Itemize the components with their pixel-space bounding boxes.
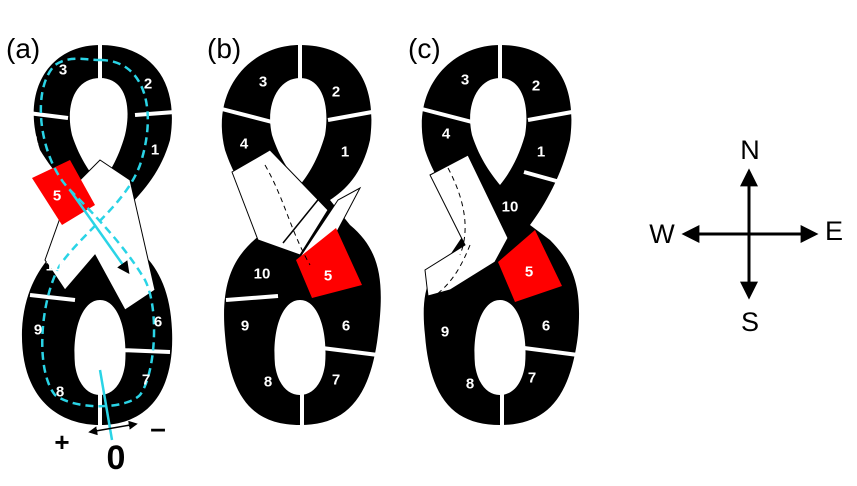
minus-sign: – bbox=[150, 413, 166, 444]
segment-label-4: 4 bbox=[30, 134, 39, 151]
panel-b: (b) 2 3 4 1 5 10 9 6 7 8 bbox=[207, 33, 381, 430]
segment-label-9: 9 bbox=[441, 324, 449, 341]
direction-arrow bbox=[88, 420, 138, 436]
segment-label-6: 6 bbox=[154, 314, 162, 331]
segment-label-4: 4 bbox=[240, 136, 249, 153]
segment-label-2: 2 bbox=[532, 78, 540, 95]
segment-label-5: 5 bbox=[525, 264, 533, 281]
segment-label-8: 8 bbox=[466, 376, 474, 393]
segment-label-10: 10 bbox=[502, 199, 519, 216]
segment-label-7: 7 bbox=[528, 370, 536, 387]
segment-dividers bbox=[417, 40, 579, 430]
compass-south: S bbox=[741, 307, 759, 337]
segment-label-10: 10 bbox=[46, 258, 63, 275]
segment-label-6: 6 bbox=[542, 318, 550, 335]
compass-east: E bbox=[825, 216, 843, 246]
segment-highlight bbox=[296, 228, 362, 298]
segment-label-6: 6 bbox=[342, 318, 350, 335]
plus-sign: + bbox=[54, 427, 69, 457]
panel-label: (c) bbox=[408, 33, 441, 64]
segment-label-4: 4 bbox=[442, 126, 451, 143]
segment-label-5: 5 bbox=[53, 188, 61, 205]
cyan-arrow-line bbox=[68, 189, 130, 275]
crossing-region bbox=[424, 154, 509, 297]
segment-label-1: 1 bbox=[151, 142, 159, 159]
segment-label-3: 3 bbox=[59, 62, 67, 79]
panel-label: (a) bbox=[6, 33, 40, 64]
crossing-region bbox=[231, 149, 329, 256]
segment-label-9: 9 bbox=[241, 318, 249, 335]
compass-north: N bbox=[740, 135, 760, 165]
panel-label: (b) bbox=[207, 33, 241, 64]
segment-label-8: 8 bbox=[264, 374, 272, 391]
panel-a: (a) 2 3 4 1 5 10 9 6 7 8 bbox=[6, 33, 176, 477]
segment-label-1: 1 bbox=[341, 144, 349, 161]
cyan-dashed-path bbox=[39, 57, 156, 408]
panel-c: (c) 2 3 4 1 10 5 9 6 7 8 bbox=[408, 33, 580, 430]
segment-label-2: 2 bbox=[332, 84, 340, 101]
segment-label-3: 3 bbox=[259, 74, 267, 91]
segment-label-7: 7 bbox=[332, 372, 340, 389]
segment-dividers bbox=[217, 40, 379, 430]
segment-highlight bbox=[498, 230, 562, 302]
black-dashed-path bbox=[431, 167, 471, 299]
segment-label-3: 3 bbox=[461, 72, 469, 89]
segment-highlight bbox=[32, 160, 95, 225]
segment-label-1: 1 bbox=[537, 144, 545, 161]
segment-label-7: 7 bbox=[142, 372, 150, 389]
compass-rose: N S E W bbox=[649, 135, 843, 337]
black-dashed-path bbox=[264, 164, 311, 266]
segment-label-5: 5 bbox=[324, 268, 332, 285]
origin-zero: 0 bbox=[107, 439, 126, 477]
segment-label-10: 10 bbox=[254, 266, 271, 283]
black-arrow bbox=[282, 183, 331, 244]
compass-west: W bbox=[649, 219, 675, 249]
segment-label-9: 9 bbox=[34, 322, 42, 339]
segment-label-8: 8 bbox=[56, 384, 64, 401]
segment-label-2: 2 bbox=[144, 76, 152, 93]
